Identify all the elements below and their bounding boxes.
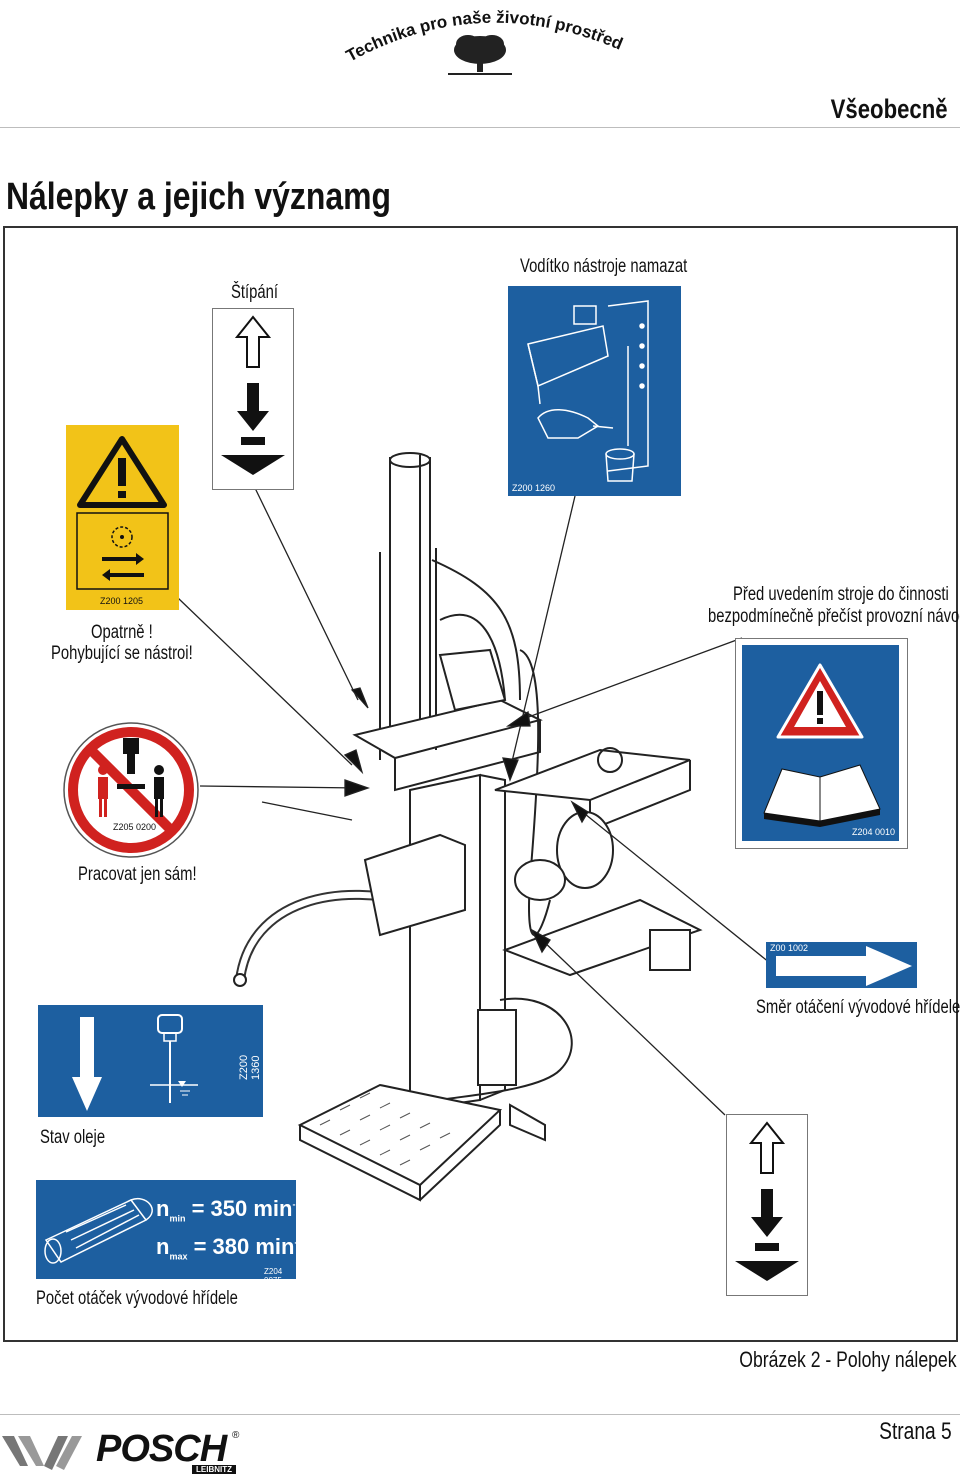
sticker-caution: Z200 1205 [66, 425, 179, 610]
registered-mark: ® [232, 1430, 240, 1441]
label-rotation: Směr otáčení vývodové hřídele [756, 997, 960, 1018]
sticker-pto-speed: nmin = 350 min-1 nmax = 380 min-1 Z204 0… [36, 1180, 303, 1285]
pto-max-value: = 380 min [193, 1234, 295, 1259]
pto-max-exp: -1 [294, 1237, 303, 1248]
code-pto: Z204 0075 [264, 1267, 283, 1285]
code-oil: Z200 1360 [238, 1054, 262, 1080]
page-title: Nálepky a jejich významg [6, 176, 391, 218]
code-rotation: Z00 1002 [770, 943, 809, 953]
sticker-rotation-direction: Z00 1002 [766, 942, 917, 988]
pto-min-sub: min [169, 1213, 186, 1224]
sticker-guide-lube: Z200 1260 [508, 286, 681, 496]
pto-max-sub: max [169, 1251, 188, 1262]
figure-frame [3, 226, 958, 1342]
code-manual: Z204 0010 [852, 827, 896, 837]
label-work-alone: Pracovat jen sám! [78, 864, 197, 885]
sticker-oil-level: Z200 1360 [38, 1005, 263, 1117]
page-number: Strana 5 [879, 1418, 952, 1445]
footer-rule [0, 1414, 960, 1415]
label-manual-1: Před uvedením stroje do činnosti [733, 584, 949, 605]
header-rule [0, 127, 960, 128]
code-alone: Z205 0200 [113, 822, 157, 832]
tree-icon [448, 35, 512, 75]
brand-name: POSCH [96, 1428, 227, 1470]
code-guide-lube: Z200 1260 [512, 483, 556, 493]
code-caution: Z200 1205 [100, 596, 144, 606]
label-oil-level: Stav oleje [40, 1127, 106, 1148]
section-title: Všeobecně [831, 94, 948, 124]
sticker-splitting [212, 308, 294, 490]
figure-caption: Obrázek 2 - Polohy nálepek [738, 1347, 956, 1372]
header-logo: Technika pro naše životní prostředí [328, 0, 630, 80]
label-splitting: Štípání [231, 282, 278, 303]
label-caution-1: Opatrně ! [91, 622, 153, 643]
pto-min-value: = 350 min [191, 1196, 293, 1221]
sticker-work-alone: Z205 0200 [61, 720, 201, 860]
sticker-splitting-2 [726, 1114, 808, 1296]
label-pto-speed: Počet otáček vývodové hřídele [36, 1288, 238, 1309]
posch-logo: POSCH ® LEIBNITZ [0, 1428, 260, 1475]
label-guide-lube: Vodítko nástroje namazat [520, 256, 688, 277]
pto-min-prefix: n [156, 1196, 170, 1221]
pto-max-prefix: n [156, 1234, 170, 1259]
label-manual-2: bezpodmínečně přečíst provozní návod [708, 606, 960, 627]
pto-min-exp: -1 [292, 1199, 301, 1210]
sticker-read-manual: Z204 0010 [735, 638, 908, 849]
brand-sub: LEIBNITZ [192, 1465, 236, 1474]
label-caution-2: Pohybující se nástroi! [51, 643, 193, 664]
